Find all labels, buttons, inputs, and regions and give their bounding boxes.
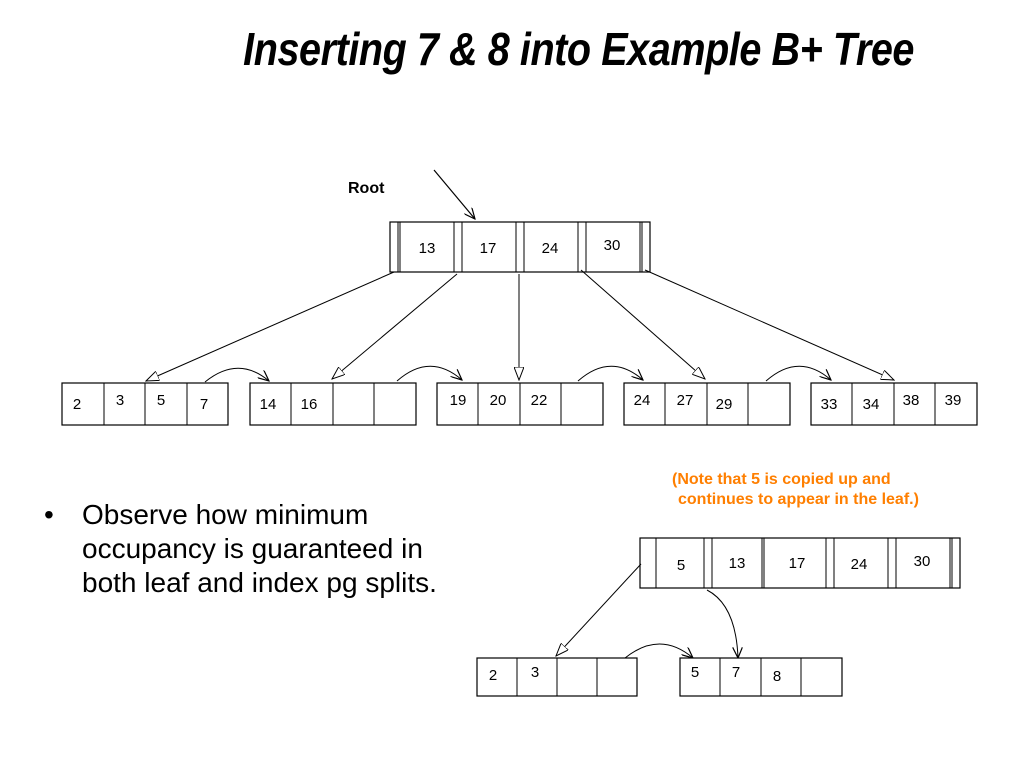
leaf-key: 2 [73, 396, 81, 413]
leaf-key: 22 [531, 392, 548, 409]
leaf-key: 34 [863, 396, 880, 413]
child-pointer-arrow [580, 269, 705, 379]
child-pointer-arrow [706, 589, 738, 658]
leaf-key: 5 [157, 392, 165, 409]
copy-up-note: (Note that 5 is copied up and continues … [672, 470, 1002, 510]
leaf-key: 39 [945, 392, 962, 409]
leaf-node: 24 27 29 [623, 382, 791, 426]
note-line: continues to appear in the leaf.) [678, 491, 919, 508]
sibling-link-arrow [204, 367, 269, 383]
leaf-key: 19 [450, 392, 467, 409]
leaf-node: 2 3 5 7 [61, 382, 229, 426]
root-key: 30 [604, 237, 621, 254]
child-pointer-arrow [556, 563, 642, 656]
leaf-key: 3 [116, 392, 124, 409]
root-key: 24 [542, 240, 559, 257]
leaf-node: 33 34 38 39 [810, 382, 978, 426]
leaf-key: 8 [773, 668, 781, 685]
sibling-link-arrow [577, 365, 643, 382]
bullet-list: Observe how minimum occupancy is guarant… [42, 498, 442, 600]
leaf-key: 14 [260, 396, 277, 413]
leaf-key: 16 [301, 396, 318, 413]
leaf-node: 14 16 [249, 382, 417, 426]
root-key: 17 [480, 240, 497, 257]
leaf-key: 3 [531, 664, 539, 681]
child-pointer-arrow [332, 273, 458, 379]
slide-title: Inserting 7 & 8 into Example B+ Tree [243, 23, 915, 75]
leaf-key: 5 [691, 664, 699, 681]
leaf-key: 33 [821, 396, 838, 413]
index-key: 24 [851, 556, 868, 573]
leaf-node: 19 20 22 [436, 382, 604, 426]
root-index-node: 13 17 24 30 [389, 221, 651, 273]
index-key: 17 [789, 555, 806, 572]
index-key: 13 [729, 555, 746, 572]
bullet-item: Observe how minimum occupancy is guarant… [42, 498, 442, 600]
leaf-key: 2 [489, 667, 497, 684]
index-key: 5 [677, 557, 685, 574]
leaf-key: 7 [732, 664, 740, 681]
sibling-link-arrow [765, 365, 831, 382]
leaf-key: 20 [490, 392, 507, 409]
sibling-link-arrow [396, 365, 462, 382]
leaf-node: 5 7 8 [679, 657, 843, 697]
leaf-key: 38 [903, 392, 920, 409]
split-index-node: 5 13 17 24 30 [639, 537, 961, 589]
leaf-node: 2 3 [476, 657, 638, 697]
leaf-key: 27 [677, 392, 694, 409]
leaf-key: 29 [716, 396, 733, 413]
note-line: (Note that 5 is copied up and [672, 471, 891, 488]
index-key: 30 [914, 553, 931, 570]
child-pointer-arrow [644, 269, 894, 380]
leaf-key: 24 [634, 392, 651, 409]
root-label: Root [348, 180, 385, 197]
root-key: 13 [419, 240, 436, 257]
leaf-key: 7 [200, 396, 208, 413]
child-pointer-arrow [146, 271, 395, 381]
sibling-link-arrow [624, 643, 693, 658]
root-pointer-arrow [433, 169, 475, 219]
